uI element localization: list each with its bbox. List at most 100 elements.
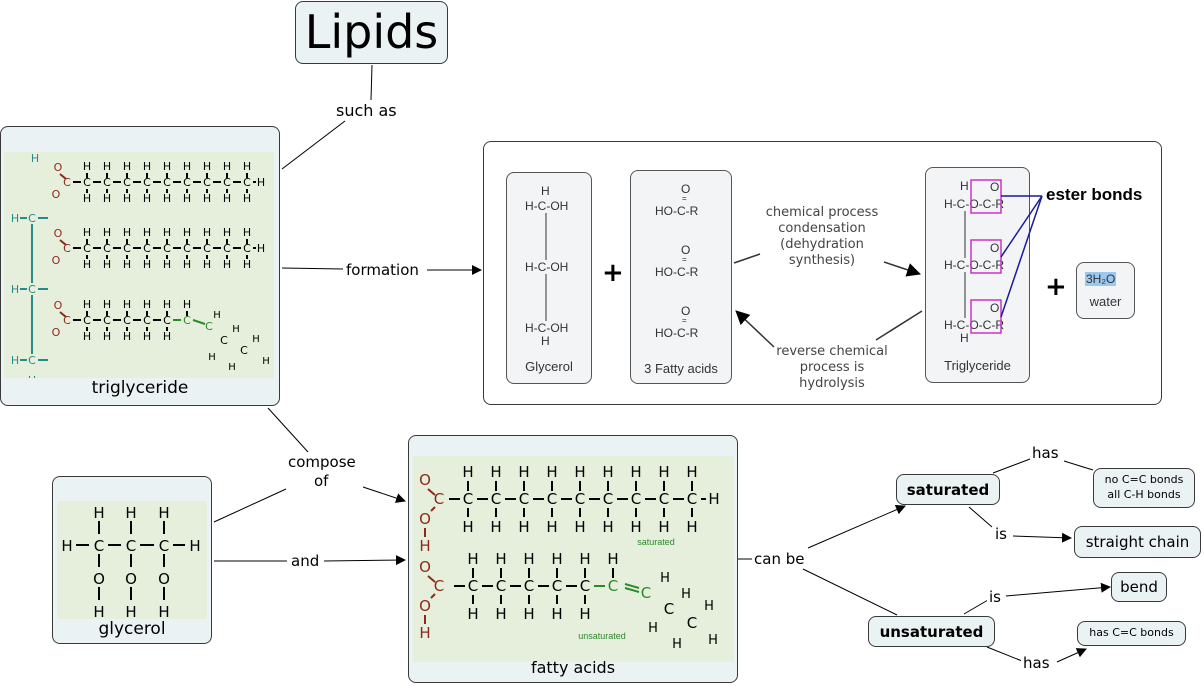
svg-text:C: C [126, 537, 136, 555]
atom-label: H [163, 298, 171, 311]
svg-text:H: H [93, 603, 104, 619]
atom-label: H [602, 518, 613, 536]
atom-label: H [257, 242, 265, 255]
atom-label: O [419, 471, 431, 489]
acid-row: HO-C-R [655, 204, 699, 218]
glycerol-caption: Glycerol [525, 359, 573, 374]
svg-text:O: O [681, 182, 690, 196]
atom-label: C [468, 577, 478, 595]
condensation-label: chemical process condensation (dehydrati… [752, 205, 892, 269]
atom-label: H [262, 356, 270, 367]
atom-label: C [103, 314, 111, 327]
svg-text:O: O [990, 180, 999, 194]
bond [624, 583, 640, 589]
atom-label: H [551, 605, 562, 623]
atom-label: H [223, 226, 231, 239]
atom-label: O [54, 161, 63, 174]
atom-label: H [546, 463, 557, 481]
atom-label: C [519, 490, 529, 508]
svg-text:=: = [682, 316, 687, 325]
atom-label: H [681, 587, 691, 602]
atom-label: H [658, 518, 669, 536]
atom-label: H [546, 518, 557, 536]
atom-label: H [103, 192, 111, 205]
wire-saturated-has [992, 458, 1031, 474]
atom-label: H [490, 518, 501, 536]
bond [430, 506, 436, 512]
atom-label: H [143, 258, 151, 271]
glycerol-box: H H-C-OH H-C-OH H-C-OH H Glycerol [506, 172, 592, 384]
bend-node[interactable]: bend [1111, 572, 1167, 602]
svg-text:O: O [681, 243, 690, 257]
lipids-title: Lipids [304, 5, 439, 59]
svg-text:O: O [125, 570, 137, 588]
atom-label: H [83, 330, 91, 343]
atom-label: C [63, 242, 71, 255]
condensation-line: chemical process [765, 205, 879, 220]
atom-label: H [223, 192, 231, 205]
atom-label: H [183, 298, 191, 311]
atom-label: H [203, 258, 211, 271]
atom-label: C [205, 320, 213, 333]
svg-text:O: O [681, 304, 690, 318]
atom-label: C [103, 242, 111, 255]
atom-label: H [686, 463, 697, 481]
atom-label: H [103, 226, 111, 239]
svg-text:H: H [11, 283, 19, 296]
atom-label: H [660, 571, 670, 586]
atom-label: O [419, 510, 431, 528]
water-box: 3H₂O water [1076, 262, 1135, 319]
atom-label: H [163, 258, 171, 271]
atom-label: H [83, 258, 91, 271]
link-compose: compose [286, 453, 358, 471]
unsaturated-node[interactable]: unsaturated [868, 616, 995, 647]
atom-label: H [123, 298, 131, 311]
reaction-diagram-node[interactable]: H H-C-OH H-C-OH H-C-OH H Glycerol + O= H… [483, 141, 1162, 405]
fatty-acids-structure: OCOHCHHCHHCHHCHHCHHCHHCHHCHHCHHHOCOHCHHC… [419, 463, 720, 652]
bond [59, 239, 67, 246]
atom-label: H [83, 192, 91, 205]
fatty-acids-label: fatty acids [530, 658, 616, 677]
atom-label: H [648, 621, 658, 636]
link-and: and [289, 552, 322, 570]
atom-label: H [143, 192, 151, 205]
atom-label: H [708, 490, 719, 508]
atom-label: H [183, 192, 191, 205]
wire-unsaturated-has [986, 646, 1023, 662]
triglyceride-structure: H HC HC HC H OCOCHHCHHCHHCHHCHHCHHCHHCHH… [11, 152, 270, 387]
atom-label: H [252, 334, 260, 345]
atom-label: H [163, 226, 171, 239]
atom-label: O [419, 558, 431, 576]
condensation-line: synthesis) [788, 253, 856, 268]
atom-label: H [257, 176, 265, 189]
atom-label: C [83, 242, 91, 255]
no-cc-bonds-node[interactable]: no C=C bonds all C-H bonds [1093, 468, 1195, 508]
atom-label: H [518, 463, 529, 481]
atom-label: H [203, 226, 211, 239]
atom-label: C [143, 314, 151, 327]
wire-triglyceride-compose [267, 407, 309, 453]
atom-label: C [220, 334, 228, 347]
lipids-node[interactable]: Lipids [295, 1, 448, 64]
straight-chain-node[interactable]: straight chain [1074, 526, 1201, 558]
atom-label: O [52, 254, 61, 267]
atom-label: H [123, 192, 131, 205]
atom-label: H [143, 226, 151, 239]
svg-text:H: H [93, 504, 104, 522]
atom-label: H [83, 226, 91, 239]
atom-label: H [163, 192, 171, 205]
atom-label: H [83, 160, 91, 173]
has-cc-bonds-node[interactable]: has C=C bonds [1077, 621, 1186, 646]
atom-label: C [687, 490, 697, 508]
atom-label: H [243, 226, 251, 239]
atom-label: C [163, 242, 171, 255]
link-unsat-has: has [1021, 654, 1052, 672]
saturated-node[interactable]: saturated [896, 474, 1000, 505]
triglyceride-node[interactable]: H HC HC HC H OCOCHHCHHCHHCHHCHHCHHCHHCHH… [0, 126, 280, 406]
bond [59, 173, 67, 180]
svg-text:=: = [682, 194, 687, 203]
